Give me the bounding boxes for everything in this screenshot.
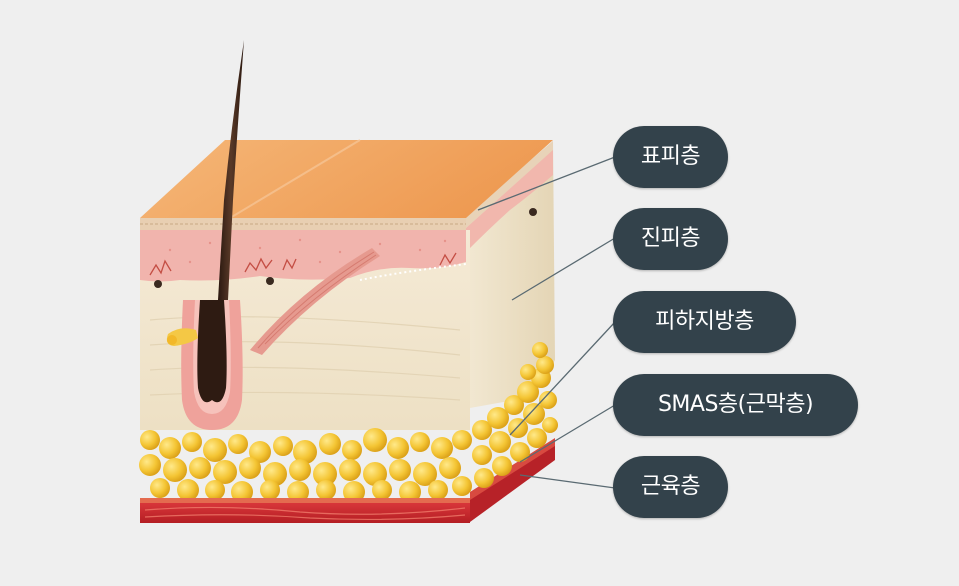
label-dermis: 진피층 bbox=[613, 208, 728, 270]
hair-shaft bbox=[218, 40, 244, 300]
block-front-face bbox=[139, 40, 558, 523]
hair-follicle bbox=[166, 300, 243, 430]
label-muscle: 근육층 bbox=[613, 456, 728, 518]
epidermis-top-surface bbox=[140, 139, 553, 230]
leader-lines bbox=[477, 156, 616, 489]
label-subcutaneous-fat: 피하지방층 bbox=[613, 291, 796, 353]
label-smas: SMAS층(근막층) bbox=[613, 374, 858, 436]
label-epidermis: 표피층 bbox=[613, 126, 728, 188]
subcutaneous-fat-globules bbox=[139, 342, 558, 503]
